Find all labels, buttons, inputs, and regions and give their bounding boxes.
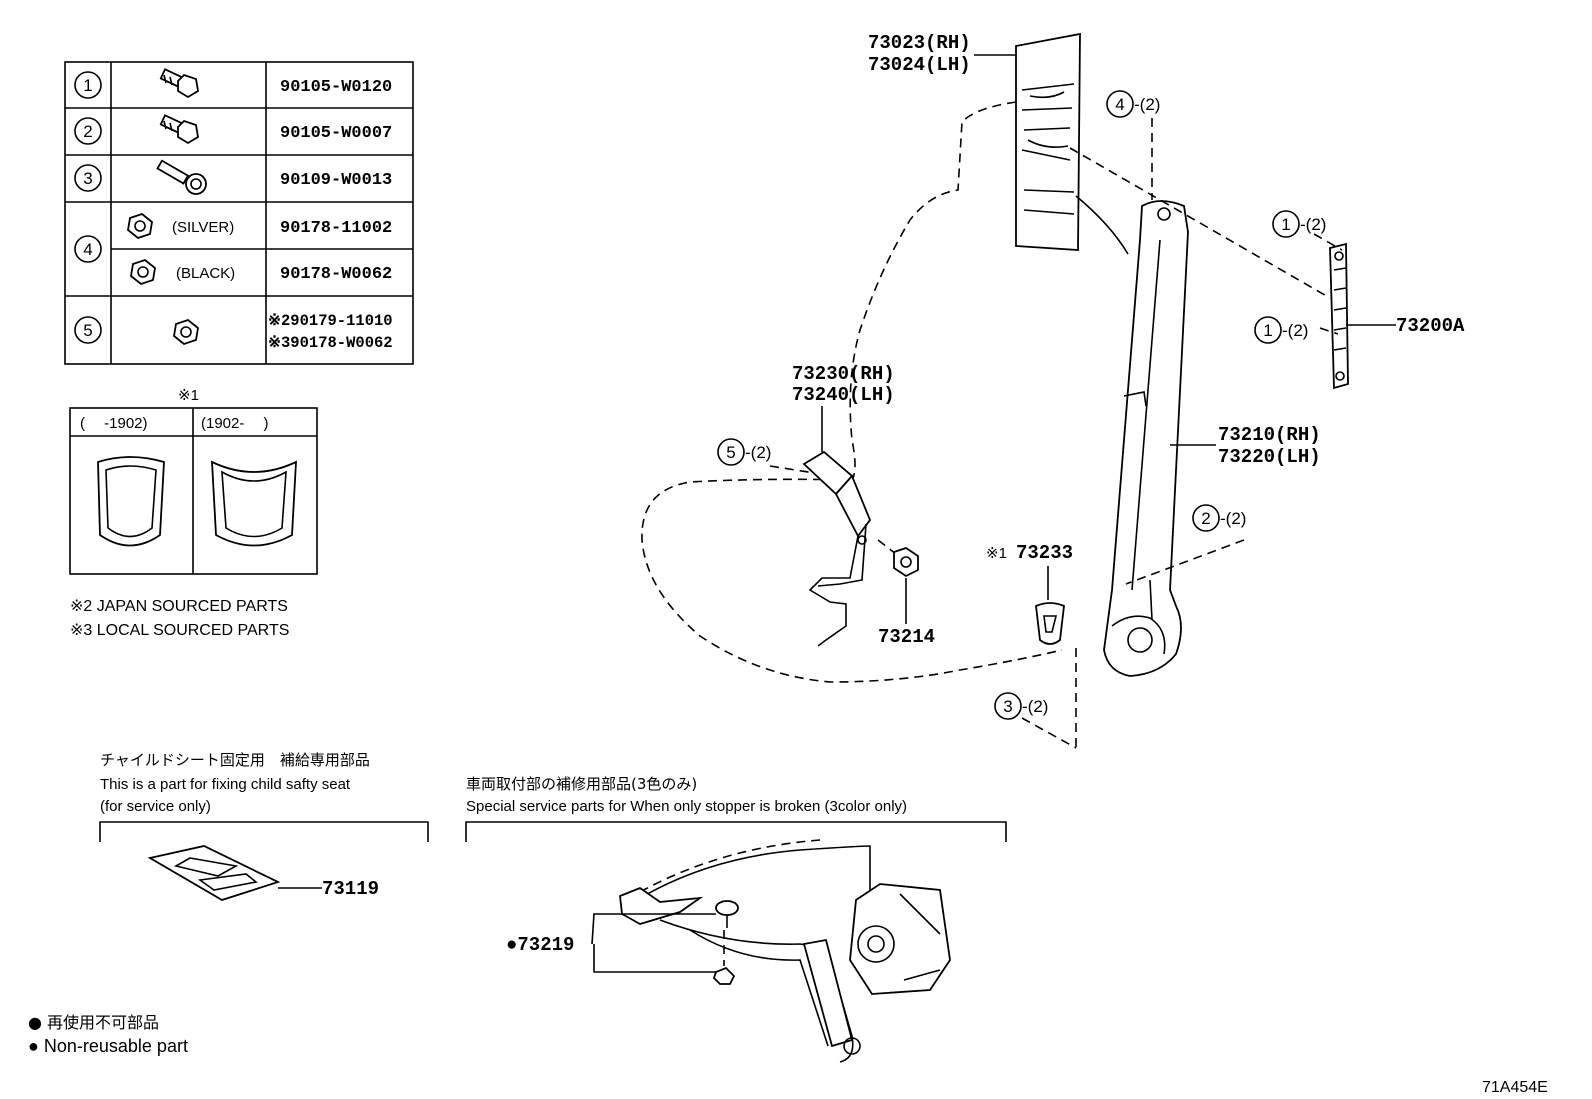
svg-text:-(2): -(2) — [1134, 95, 1160, 114]
cover-mark: ※1 — [178, 387, 199, 404]
stopper-title-jp: 車両取付部の補修用部品(3色のみ) — [466, 775, 697, 793]
svg-text:1: 1 — [1263, 321, 1272, 340]
svg-text:1: 1 — [1281, 215, 1290, 234]
stopper-title-en: Special service parts for When only stop… — [466, 798, 907, 815]
row-3-index: 3 — [74, 164, 102, 192]
part-number: 90178-11002 — [280, 219, 392, 238]
guide-line — [1125, 539, 1245, 585]
svg-text:-(2): -(2) — [1022, 697, 1048, 716]
callout-3-qty: 3 -(2) — [994, 692, 1048, 720]
child-seat-title-en: This is a part for fixing child safty se… — [100, 776, 351, 793]
note-japan-sourced: ※2 JAPAN SOURCED PARTS — [70, 598, 288, 615]
callout-73119: 73119 — [322, 878, 379, 900]
note-local-sourced: ※3 LOCAL SOURCED PARTS — [70, 622, 289, 639]
guide-line — [1319, 327, 1339, 335]
nut-icon — [130, 258, 156, 286]
guide-line — [1069, 147, 1331, 299]
push-clip-base-icon — [712, 930, 736, 985]
cover-73233 — [1035, 602, 1065, 645]
nut-73214 — [893, 547, 919, 578]
anchor-bracket-icon — [147, 845, 281, 901]
row-2-index: 2 — [74, 117, 102, 145]
svg-text:2: 2 — [83, 122, 92, 141]
callout-73220: 73220(LH) — [1218, 446, 1321, 468]
callout-1b-qty: 1 -(2) — [1254, 316, 1308, 344]
flange-bolt-icon — [159, 114, 199, 145]
svg-text:4: 4 — [83, 240, 92, 259]
cover-col-2: (1902- ) — [201, 415, 269, 432]
svg-text:3: 3 — [1003, 697, 1012, 716]
push-clip-icon — [715, 900, 739, 928]
seat-edge — [1075, 195, 1129, 255]
svg-text:-(2): -(2) — [1282, 321, 1308, 340]
guide-line — [1313, 233, 1343, 251]
nut-icon — [127, 212, 153, 240]
callout-1a-qty: 1 -(2) — [1272, 210, 1326, 238]
callout-5-qty: 5 -(2) — [717, 438, 771, 466]
cover-old-icon — [97, 456, 165, 547]
svg-text:5: 5 — [83, 321, 92, 340]
svg-text:-(2): -(2) — [1300, 215, 1326, 234]
silver-label: (SILVER) — [172, 219, 234, 236]
stopper-section: 車両取付部の補修用部品(3色のみ) Special service parts … — [465, 775, 1007, 1063]
callout-73233: 73233 — [1016, 542, 1073, 564]
seat-belt-assembly — [1103, 200, 1189, 677]
svg-text:1: 1 — [83, 76, 92, 95]
callout-73240: 73240(LH) — [792, 384, 895, 406]
part-number: 90105-W0007 — [280, 124, 392, 143]
callout-73024: 73024(LH) — [868, 54, 971, 76]
callout-73214: 73214 — [878, 626, 935, 648]
svg-text:5: 5 — [726, 443, 735, 462]
callout-73219: ●73219 — [506, 934, 574, 956]
legend-en: ● Non-reusable part — [28, 1036, 188, 1056]
part-number: 90105-W0120 — [280, 78, 392, 97]
child-seat-subtitle: (for service only) — [100, 798, 211, 815]
svg-text:4: 4 — [1115, 95, 1124, 114]
buckle-assembly — [802, 450, 872, 647]
child-seat-title-jp: チャイルドシート固定用 補給専用部品 — [100, 751, 370, 769]
row-1-index: 1 — [74, 71, 102, 99]
guide-line — [877, 539, 897, 555]
legend-jp: ● 再使用不可部品 — [28, 1013, 159, 1032]
fastener-table: 1 2 3 4 5 — [64, 61, 414, 365]
part-number: ※390178-W0062 — [268, 334, 393, 352]
black-label: (BLACK) — [176, 265, 235, 282]
flange-bolt-icon — [159, 68, 199, 99]
shoulder-bolt-icon — [156, 159, 207, 195]
nut-icon — [173, 318, 199, 346]
row-5-index: 5 — [74, 316, 102, 344]
part-number: ※290179-11010 — [268, 312, 393, 330]
svg-text:2: 2 — [1201, 509, 1210, 528]
seat-outline — [641, 101, 1063, 683]
guide-line — [1021, 717, 1077, 749]
callout-73200A: 73200A — [1396, 315, 1465, 337]
shoulder-anchor-adjuster — [1329, 242, 1349, 390]
callout-4-qty: 4 -(2) — [1106, 90, 1160, 118]
part-number: 90178-W0062 — [280, 265, 392, 284]
callout-2-qty: 2 -(2) — [1192, 504, 1246, 532]
svg-text:-(2): -(2) — [1220, 509, 1246, 528]
child-seat-section: チャイルドシート固定用 補給専用部品 This is a part for fi… — [99, 751, 429, 901]
cover-new-icon — [211, 460, 297, 547]
pillar-garnish — [1015, 32, 1081, 251]
cover-variant-table: ※1 ( -1902) (1902- ) — [69, 387, 318, 575]
callout-73233-mark: ※1 — [986, 545, 1007, 562]
cover-col-1: ( -1902) — [80, 415, 148, 432]
svg-text:-(2): -(2) — [745, 443, 771, 462]
row-4-index: 4 — [74, 235, 102, 263]
part-number: 90109-W0013 — [280, 171, 392, 190]
svg-text:3: 3 — [83, 169, 92, 188]
callout-73023: 73023(RH) — [868, 32, 971, 54]
callout-73210: 73210(RH) — [1218, 424, 1321, 446]
figure-id: 71A454E — [1482, 1079, 1548, 1096]
callout-73230: 73230(RH) — [792, 363, 895, 385]
